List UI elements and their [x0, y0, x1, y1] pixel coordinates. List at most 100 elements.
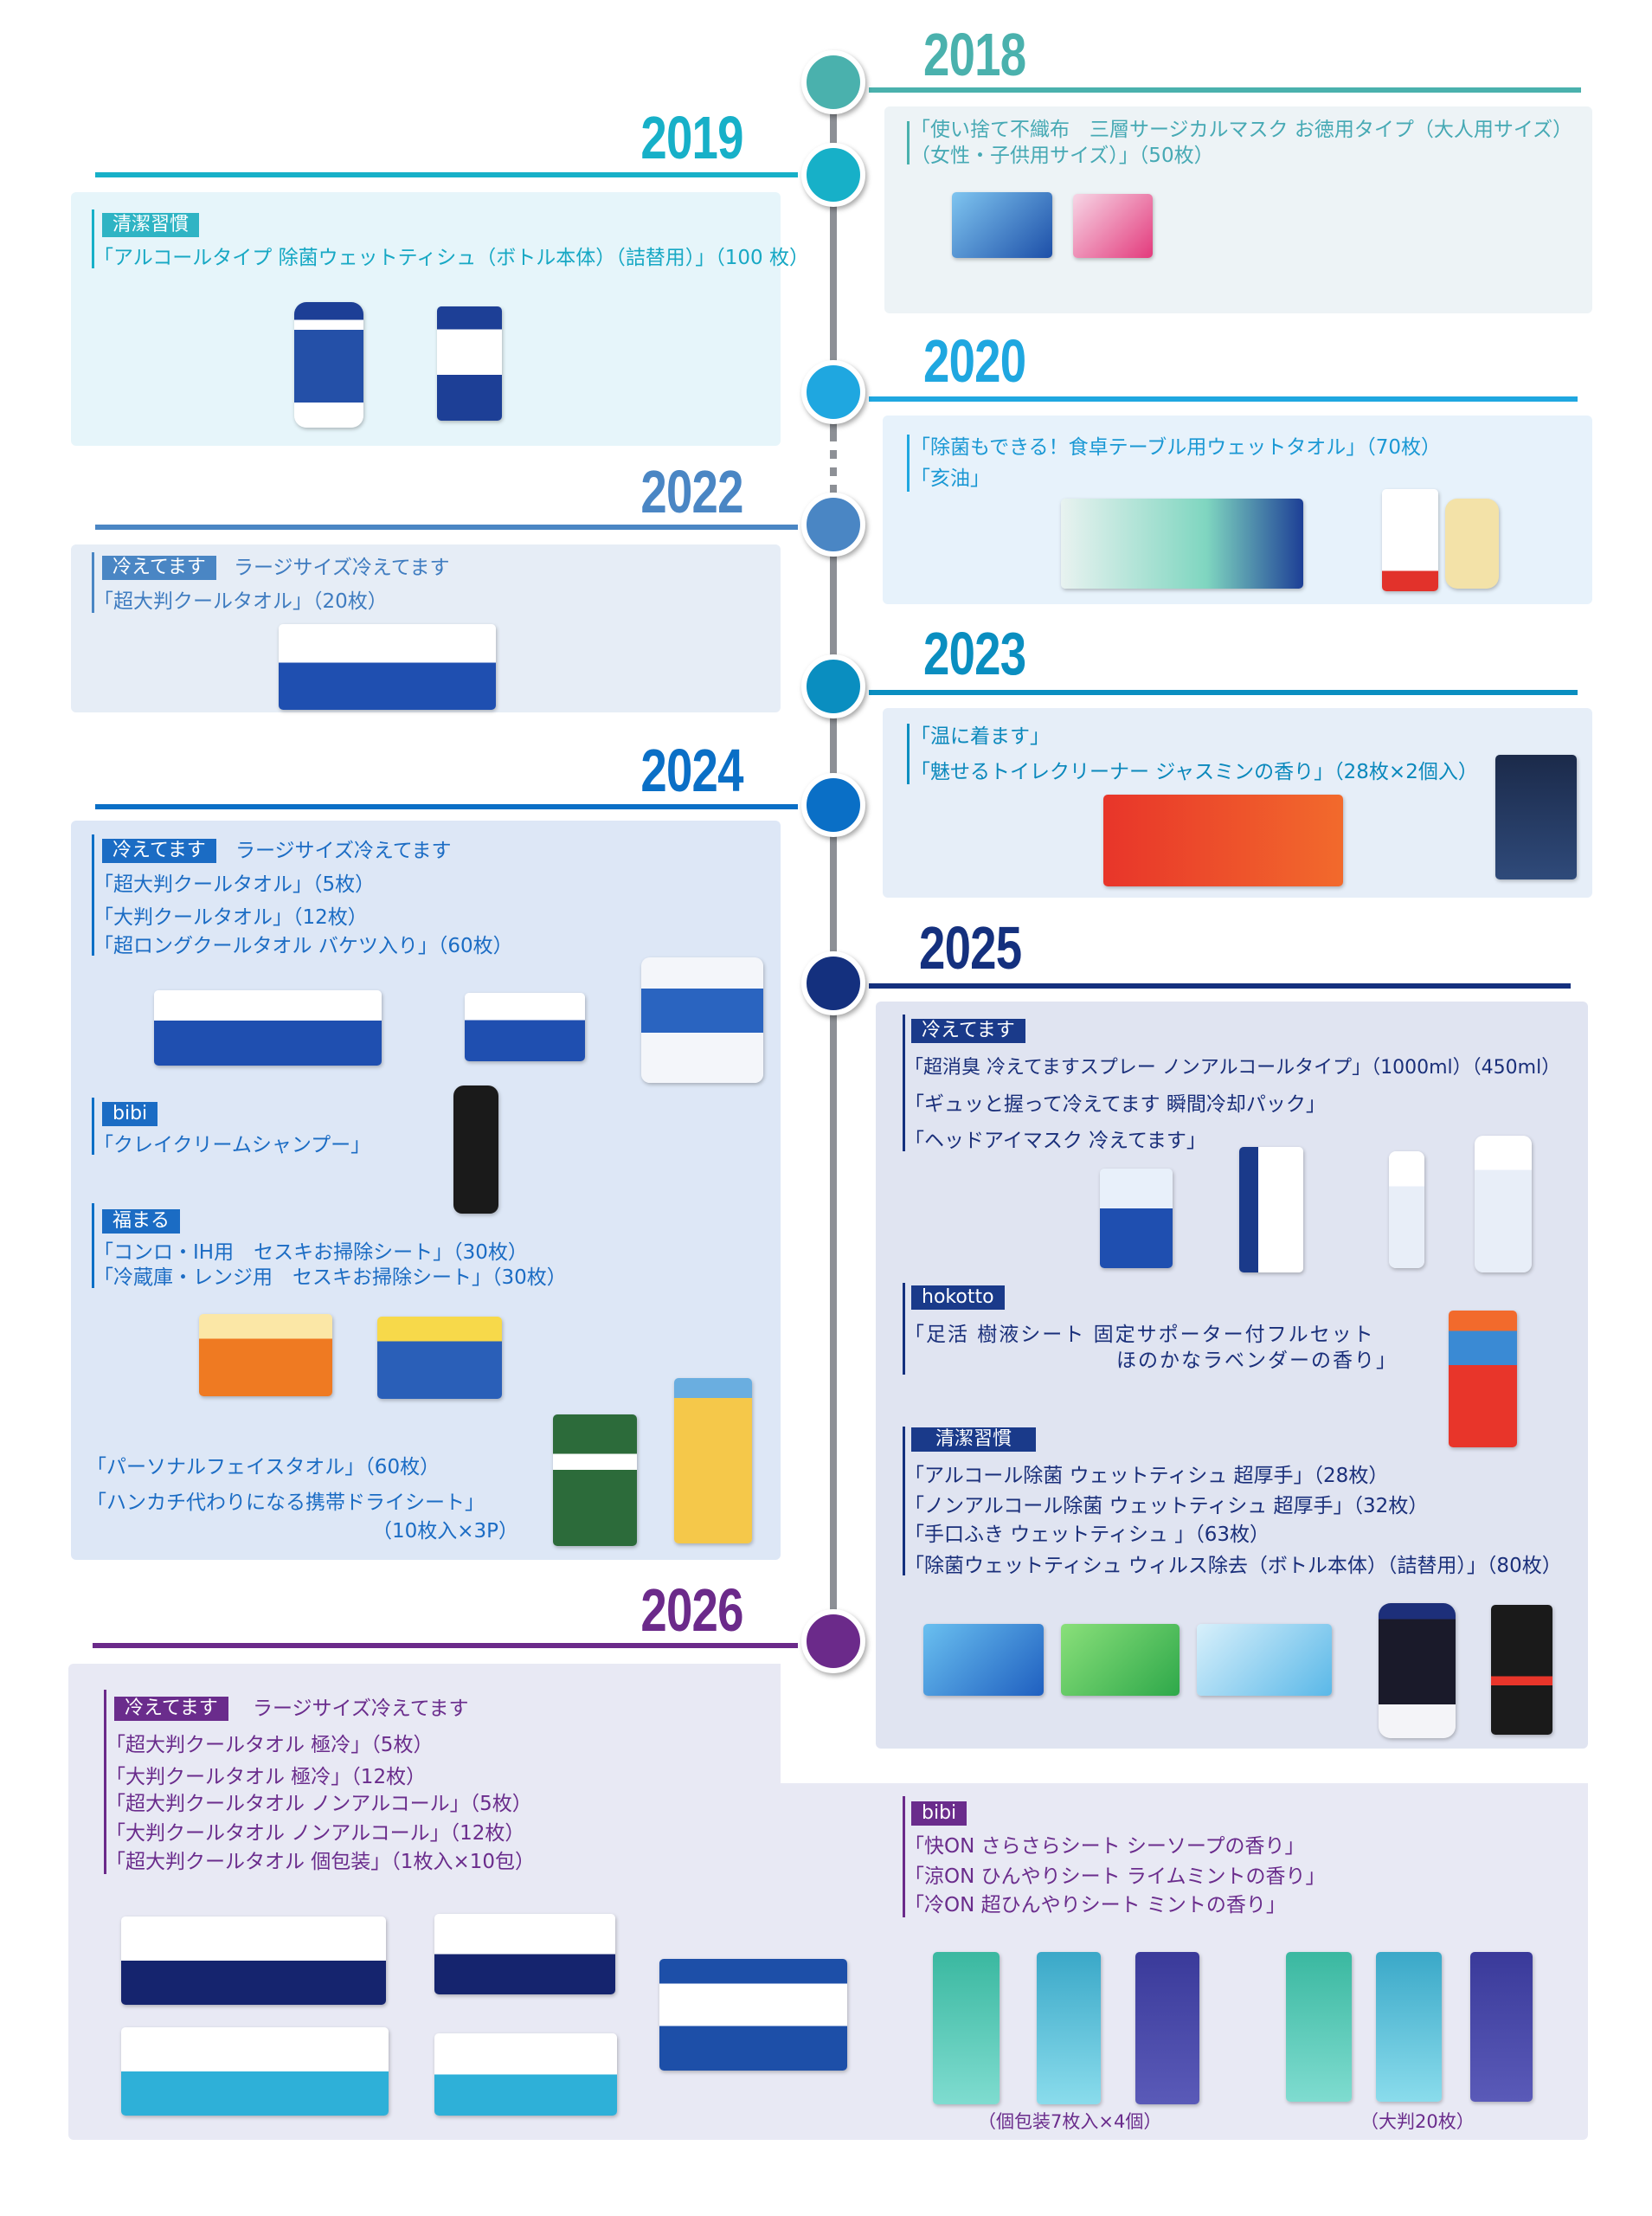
product-image-table-wet-towel: [1061, 499, 1303, 589]
product-name: 「大判クールタオル 極冷」（12枚）: [106, 1766, 427, 1788]
brand-tag: 清潔習慣: [102, 213, 200, 237]
product-image-foot-sheet: [1449, 1311, 1517, 1447]
product-image-non-alcohol-wet-tissue: [1061, 1624, 1180, 1696]
product-image-kai-on-sheet-large: [1286, 1952, 1352, 2102]
product-image-face-towel: [674, 1378, 752, 1543]
product-image-spray-1000ml: [1475, 1136, 1532, 1272]
product-name: （女性・子供用サイズ）」（50枚）: [910, 145, 1214, 167]
product-name: 「大判クールタオル ノンアルコール」（12枚）: [106, 1822, 525, 1845]
product-image-cool-towel: [279, 624, 496, 710]
year-line-2024: [95, 804, 798, 809]
product-name: 「超大判クールタオル」（20枚）: [93, 590, 388, 613]
timeline-dot-2024[interactable]: [801, 773, 865, 837]
year-line-2020: [869, 396, 1578, 402]
year-2023: 2023: [923, 620, 1026, 687]
timeline-dot-2019[interactable]: [801, 143, 865, 207]
product-image-cool-towel-l: [465, 993, 585, 1061]
product-name: 「ギュッと握って冷えてます 瞬間冷却パック」: [904, 1093, 1326, 1116]
product-name: 「足活 樹液シート 固定サポーター付フルセット: [904, 1324, 1375, 1346]
product-name: 「クレイクリームシャンプー」: [93, 1134, 371, 1156]
timeline-dot-2020[interactable]: [801, 360, 865, 424]
product-image-cool-towel-l-non-alcohol: [434, 2033, 617, 2116]
product-name: 「除菌ウェットティシュ ウィルス除去（ボトル本体）（詰替用）」（80枚）: [904, 1555, 1562, 1577]
product-name: 「快ON さらさらシート シーソープの香り」: [904, 1835, 1305, 1858]
accent-bar: [903, 1427, 905, 1575]
product-image-cool-towel-individual-box: [659, 1959, 847, 2071]
year-line-2023: [869, 690, 1578, 695]
year-2019: 2019: [640, 104, 744, 171]
accent-bar: [104, 1690, 106, 1874]
product-image-wet-tissue-bottle: [294, 302, 363, 428]
year-line-2022: [95, 525, 798, 530]
product-image-oil-bottle: [1445, 499, 1499, 589]
year-2020: 2020: [923, 327, 1026, 395]
product-name: 「パーソナルフェイスタオル」（60枚）: [87, 1456, 440, 1478]
product-image-kai-on-sheet-small: [933, 1952, 1000, 2104]
year-2018: 2018: [923, 21, 1026, 88]
brand-tag: 冷えてます: [911, 1019, 1025, 1043]
year-2024: 2024: [640, 737, 744, 804]
year-line-2019: [95, 172, 798, 177]
product-image-cool-towel-bucket: [641, 957, 763, 1083]
product-name: 「手口ふき ウェットティシュ 」（63枚）: [904, 1524, 1270, 1546]
timeline-line: [830, 87, 837, 441]
product-name: 「アルコールタイプ 除菌ウェットティシュ（ボトル本体）（詰替用）」（100 枚）: [93, 247, 809, 269]
year-line-2018: [869, 87, 1581, 93]
product-name: 「除菌もできる！食卓テーブル用ウェットタオル」（70枚）: [910, 436, 1442, 459]
product-name: 「使い捨て不織布 三層サージカルマスク お徳用タイプ（大人用サイズ）: [910, 119, 1573, 141]
product-name: 「超大判クールタオル 個包装」（1枚入×10包）: [106, 1851, 535, 1873]
timeline-dot-2022[interactable]: [801, 493, 865, 557]
timeline-dot-2025[interactable]: [801, 951, 865, 1015]
product-image-cool-towel-l-extra-cold: [434, 1914, 615, 1994]
brand-tag: 冷えてます: [102, 839, 216, 863]
accent-bar: [907, 121, 910, 164]
product-name: 「冷蔵庫・レンジ用 セスキお掃除シート」（30枚）: [93, 1266, 567, 1289]
brand-tag: 冷えてます: [114, 1697, 228, 1721]
year-2022: 2022: [640, 458, 744, 525]
timeline-dotted-segment: [830, 441, 837, 493]
product-image-cool-towel-xl: [154, 990, 382, 1066]
product-image-wet-tissue-refill: [437, 306, 502, 421]
product-name: 「アルコール除菌 ウェットティシュ 超厚手」（28枚）: [904, 1465, 1389, 1487]
series-name: ラージサイズ冷えてます: [234, 557, 450, 579]
year-2026: 2026: [640, 1576, 744, 1644]
product-name: 「魅せるトイレクリーナー ジャスミンの香り」（28枚×2個入）: [910, 761, 1478, 783]
caption-individual-pack: （個包装7枚入×4個）: [978, 2111, 1162, 2132]
series-name: ラージサイズ冷えてます: [235, 840, 452, 862]
product-image-mask-blue: [952, 192, 1052, 258]
product-image-alcohol-wet-tissue: [923, 1624, 1044, 1696]
product-name: 「温に着ます」: [910, 725, 1050, 748]
product-name: 「超大判クールタオル ノンアルコール」（5枚）: [106, 1793, 532, 1815]
accent-bar: [903, 1015, 905, 1151]
product-image-cool-towel-xl-extra-cold: [121, 1916, 386, 2005]
product-image-stove-sheet: [377, 1317, 502, 1399]
brand-tag: 清潔習慣: [911, 1427, 1037, 1452]
product-name: 「涼ON ひんやりシート ライムミントの香り」: [904, 1865, 1326, 1888]
product-image-ryo-on-sheet-small: [1037, 1952, 1101, 2104]
product-name: 「超大判クールタオル 極冷」（5枚）: [106, 1734, 434, 1756]
product-image-virus-wet-tissue-refill: [1491, 1605, 1552, 1735]
timeline-line: [830, 493, 837, 1645]
product-image-head-eye-mask: [1239, 1147, 1303, 1272]
timeline-dot-2023[interactable]: [801, 654, 865, 718]
product-name: 「超大判クールタオル」（5枚）: [93, 873, 376, 896]
product-image-virus-wet-tissue-bottle: [1379, 1603, 1456, 1738]
accent-bar: [92, 1203, 94, 1288]
year-line-2025: [869, 983, 1571, 989]
series-name: ラージサイズ冷えてます: [253, 1697, 469, 1720]
accent-bar: [903, 1283, 905, 1375]
accent-bar: [92, 1098, 94, 1155]
year-2025: 2025: [919, 914, 1022, 982]
product-image-cooling-pack: [1100, 1169, 1173, 1268]
timeline-dot-2026[interactable]: [801, 1609, 865, 1673]
product-name: ほのかなラベンダーの香り」: [1116, 1350, 1398, 1372]
timeline-dot-2018[interactable]: [801, 50, 865, 114]
accent-bar: [907, 435, 910, 492]
product-name: 「超ロングクールタオル バケツ入り」（60枚）: [93, 935, 513, 957]
product-image-clay-shampoo: [453, 1085, 498, 1214]
product-name: 「コンロ・IH用 セスキお掃除シート」（30枚）: [93, 1241, 528, 1264]
product-image-dry-sheet: [553, 1414, 637, 1546]
product-name: 「ハンカチ代わりになる携帯ドライシート」: [87, 1491, 485, 1514]
product-name: 「冷ON 超ひんやりシート ミントの香り」: [904, 1894, 1286, 1916]
product-image-warm-sheet: [1103, 795, 1343, 886]
